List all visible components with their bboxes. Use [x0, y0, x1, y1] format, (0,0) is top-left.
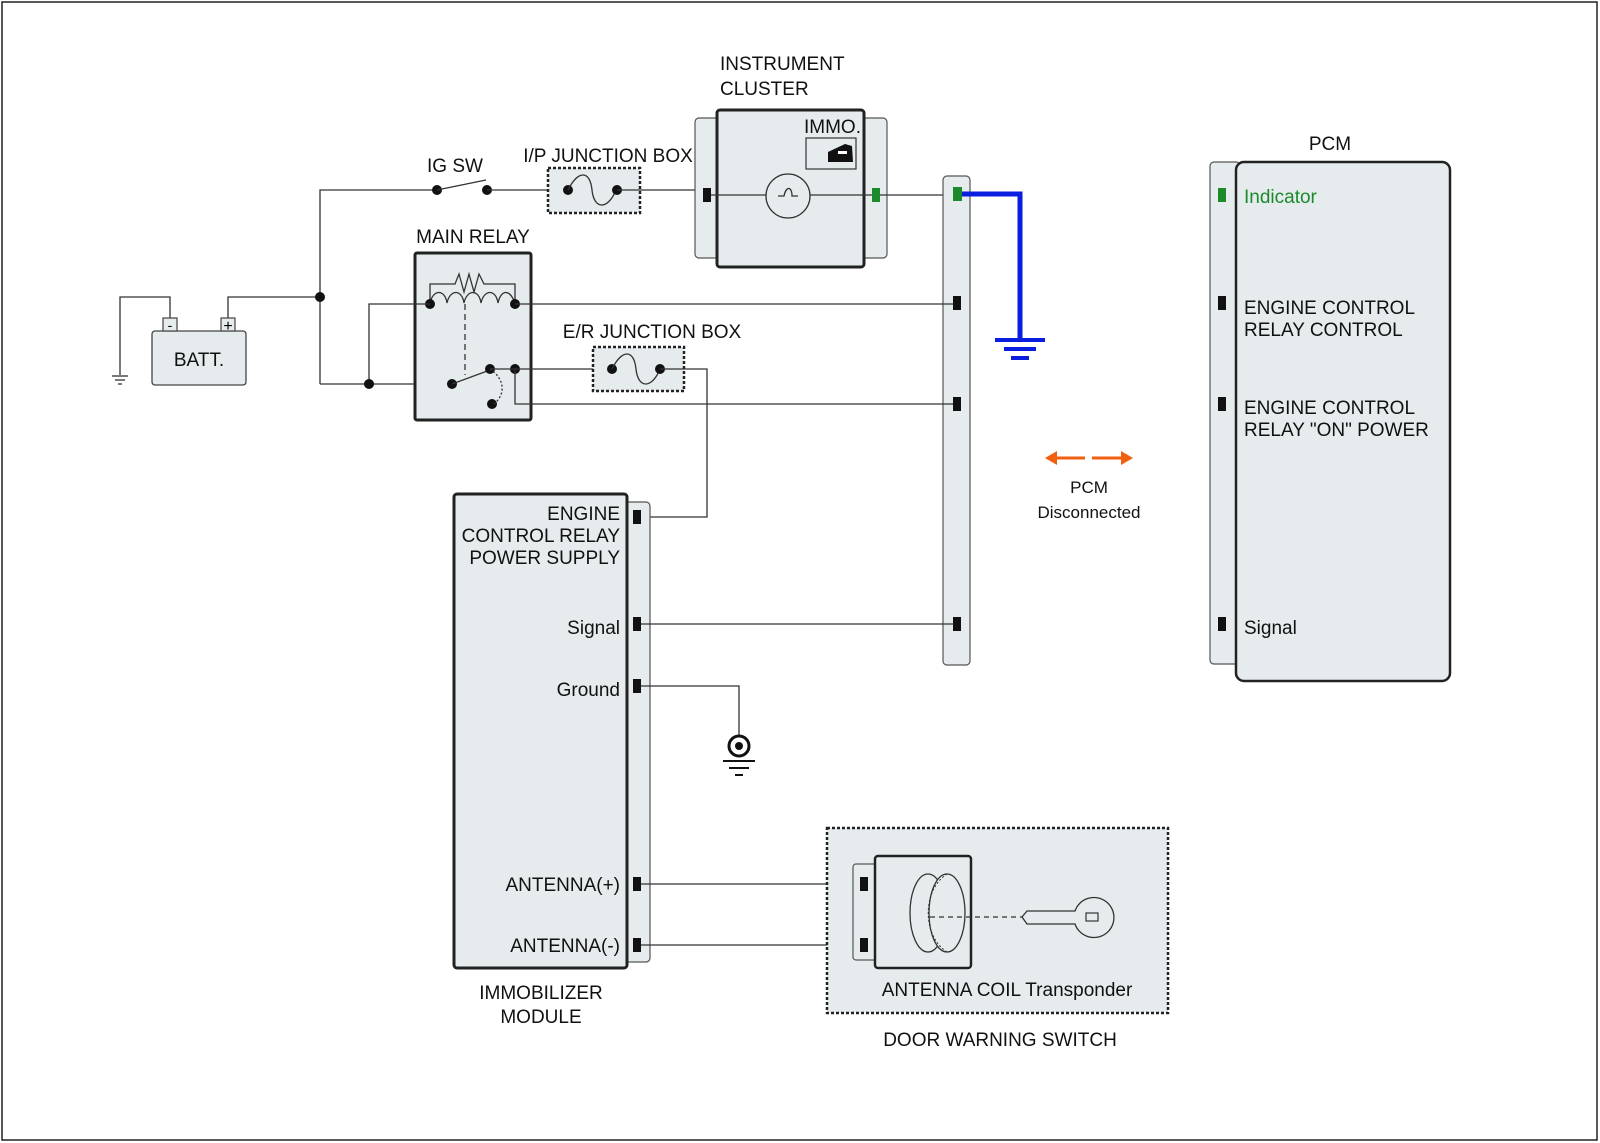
main-relay: MAIN RELAY: [413, 227, 533, 422]
fuse-icon: [611, 353, 661, 385]
immo-label: IMMO.: [804, 117, 861, 138]
pcm-pin-relay-on-power-label-1: ENGINE CONTROL: [1244, 398, 1415, 419]
door-warning-switch-label: DOOR WARNING SWITCH: [883, 1030, 1117, 1051]
door-warning-switch: ANTENNA COIL Transponder: [825, 826, 1170, 1015]
right-arrow-icon: [1092, 451, 1133, 465]
instrument-cluster-label-1: INSTRUMENT: [720, 54, 845, 75]
harness-pin-indicator: [953, 187, 962, 201]
pin-signal-label: Signal: [567, 618, 620, 639]
harness-connector: [942, 175, 971, 666]
pcm-pin-signal-label: Signal: [1244, 618, 1297, 639]
immobilizer-module: ENGINE CONTROL RELAY POWER SUPPLY Signal…: [452, 492, 651, 1028]
ip-junction-box: I/P JUNCTION BOX: [523, 146, 707, 215]
pin-power-supply-label-3: POWER SUPPLY: [469, 548, 620, 569]
fuse-icon: [567, 174, 617, 206]
er-junction-box-label: E/R JUNCTION BOX: [563, 322, 742, 343]
pin-power-supply-label-1: ENGINE: [547, 504, 620, 525]
pcm-disconnected-label-2: Disconnected: [1037, 503, 1140, 522]
cluster-pin-in: [703, 188, 711, 202]
instrument-cluster: INSTRUMENT CLUSTER IMMO.: [694, 54, 953, 269]
pin-ground-label: Ground: [557, 680, 620, 701]
main-relay-label: MAIN RELAY: [416, 227, 530, 248]
pcm-pin-relay-control-label-1: ENGINE CONTROL: [1244, 298, 1415, 319]
instrument-cluster-label-2: CLUSTER: [720, 79, 809, 100]
disconnect-indicator: PCM Disconnected: [1037, 451, 1141, 522]
cluster-pin-immo: [872, 188, 880, 202]
resistor-icon: [429, 271, 516, 303]
immobilizer-module-label-1: IMMOBILIZER: [479, 983, 603, 1004]
ground-icon: [112, 375, 128, 385]
antenna-coil-label: ANTENNA COIL Transponder: [882, 980, 1133, 1001]
antenna-coil-icon: [909, 873, 1030, 953]
relay-coil-icon: [429, 291, 516, 304]
left-arrow-icon: [1045, 451, 1085, 465]
battery-label: BATT.: [174, 350, 224, 371]
ig-sw-label: IG SW: [427, 156, 483, 177]
pin-antenna-neg-label: ANTENNA(-): [510, 936, 620, 957]
pcm-disconnected-label-1: PCM: [1070, 478, 1108, 497]
pin-antenna-pos-label: ANTENNA(+): [505, 875, 620, 896]
battery-negative-label: -: [168, 317, 173, 333]
ground-path: [962, 191, 1045, 360]
battery-positive-label: +: [223, 318, 232, 335]
pcm-pin-indicator-label: Indicator: [1244, 187, 1318, 208]
ip-junction-box-label: I/P JUNCTION BOX: [523, 146, 693, 167]
pcm: PCM Indicator ENGINE CONTROL RELAY CONTR…: [1209, 134, 1452, 683]
key-icon: [1021, 896, 1115, 939]
pcm-label: PCM: [1309, 134, 1351, 155]
er-junction-box: E/R JUNCTION BOX: [563, 322, 742, 518]
battery: - + BATT.: [112, 296, 320, 386]
pin-power-supply-label-2: CONTROL RELAY: [462, 526, 621, 547]
immobilizer-module-label-2: MODULE: [500, 1007, 581, 1028]
pcm-pin-relay-control-label-2: RELAY CONTROL: [1244, 320, 1403, 341]
chassis-ground-icon: [723, 734, 755, 776]
immobilizer-indicator-icon: [828, 144, 853, 162]
pcm-pin-relay-on-power-label-2: RELAY "ON" POWER: [1244, 420, 1429, 441]
warning-lamp-icon: [765, 173, 811, 219]
